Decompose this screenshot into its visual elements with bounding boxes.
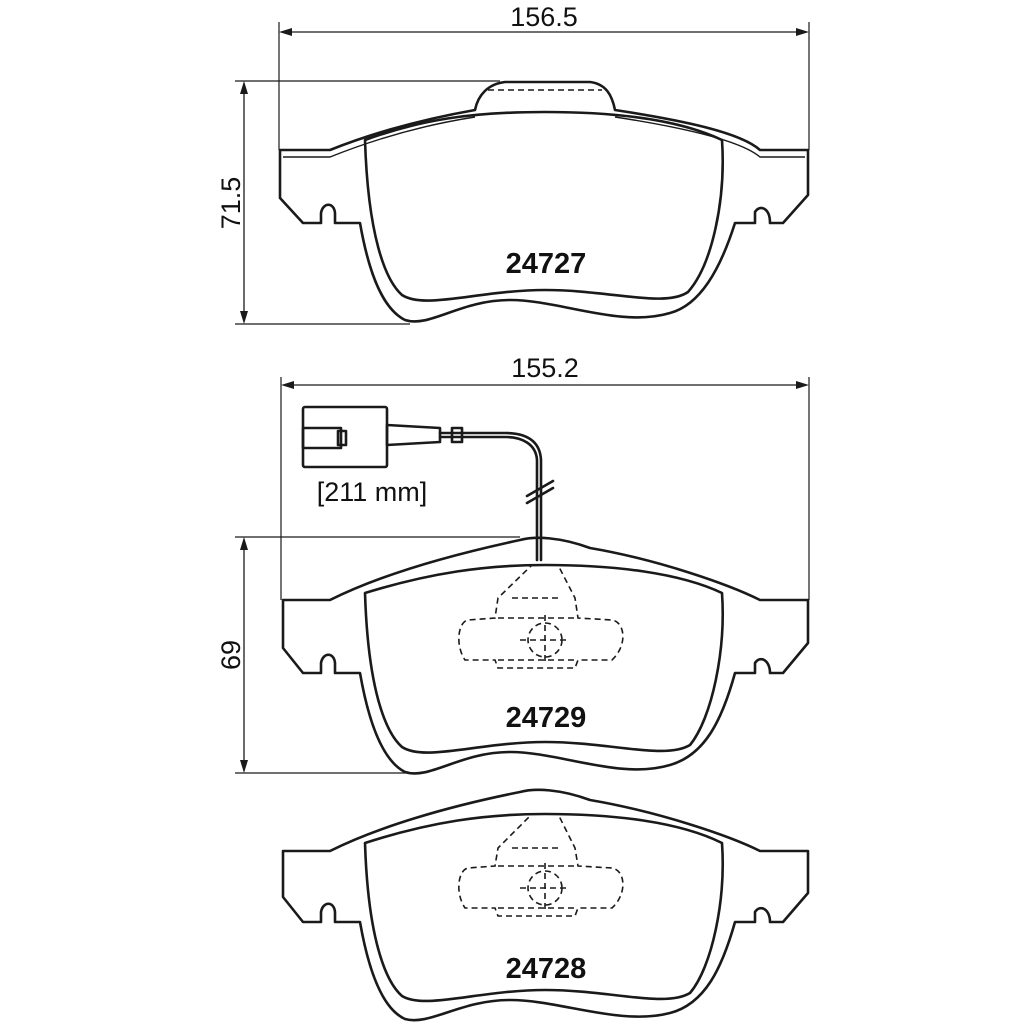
- wire-clip: [450, 426, 464, 444]
- height-label: 71.5: [216, 177, 246, 230]
- part-number-24729: 24729: [506, 702, 587, 734]
- width-label: 156.5: [510, 2, 578, 32]
- part-number-24727: 24727: [506, 248, 587, 280]
- arrow-right-icon: [796, 28, 809, 36]
- arrow-right-icon: [796, 381, 809, 389]
- backing-plate: [278, 80, 810, 323]
- width-label: 155.2: [511, 353, 579, 383]
- friction-material: [363, 110, 724, 302]
- sensor-housing-inner: [498, 597, 575, 661]
- backing-plate: [281, 788, 810, 1022]
- pad-24729: 155.2 69 [211 mm] 24729: [216, 353, 810, 775]
- sensor-wire: [438, 431, 543, 562]
- arrow-down-icon: [240, 311, 248, 324]
- break-mark: [525, 479, 555, 498]
- pad-24727: 156.5 71.5 24727: [216, 2, 810, 325]
- arrow-up-icon: [240, 537, 248, 550]
- wear-sensor: [211 mm]: [301, 405, 555, 562]
- arrow-left-icon: [281, 381, 294, 389]
- backing-plate: [281, 536, 810, 775]
- part-number-24728: 24728: [506, 953, 587, 985]
- arrow-left-icon: [279, 28, 292, 36]
- arrow-down-icon: [240, 760, 248, 773]
- connector-latch: [301, 426, 343, 450]
- wire-length-label: [211 mm]: [317, 477, 428, 507]
- sensor-housing-inner: [498, 847, 575, 909]
- connector-boot: [385, 423, 442, 447]
- plate-inner-edge: [283, 116, 805, 158]
- arrow-up-icon: [240, 81, 248, 94]
- connector-tab: [336, 429, 348, 447]
- height-label: 69: [216, 640, 246, 670]
- sensor-housing-hidden: [458, 813, 624, 917]
- break-mark: [525, 486, 555, 505]
- pad-24728: 24728: [281, 788, 810, 1022]
- sensor-housing-hidden: [458, 564, 624, 669]
